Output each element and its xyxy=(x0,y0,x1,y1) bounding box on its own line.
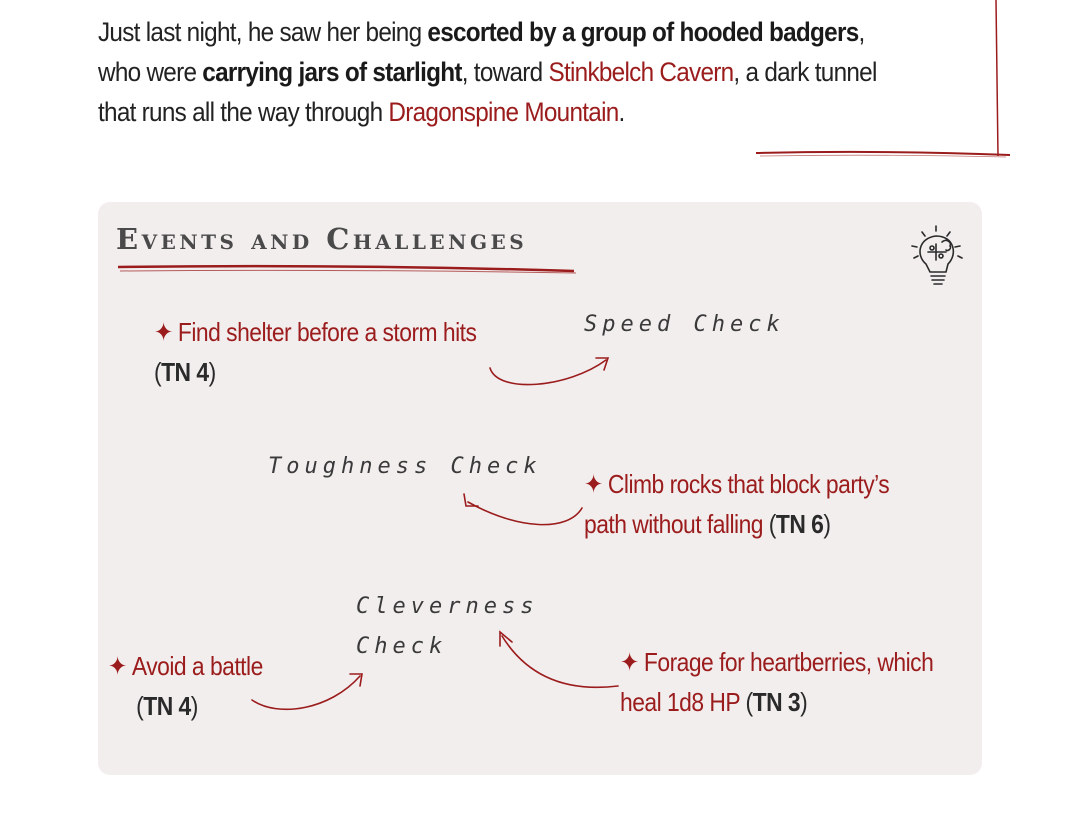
star-bullet-icon: ✦ xyxy=(584,469,603,499)
tn-value: TN 4 xyxy=(143,691,191,721)
place-dragonspine-mountain: Dragonspine Mountain xyxy=(388,97,619,127)
intro-text-3: , toward xyxy=(461,57,549,87)
check-label-toughness: Toughness Check xyxy=(268,454,542,479)
intro-bold-badgers: escorted by a group of hooded badgers xyxy=(427,17,859,47)
check-label-speed: Speed Check xyxy=(584,312,785,337)
intro-bold-starlight: carrying jars of starlight xyxy=(202,57,462,87)
tn-close: ) xyxy=(800,687,808,717)
tn-close: ) xyxy=(190,691,199,721)
intro-text-4: , a dark tunnel that runs all the way th… xyxy=(98,57,877,127)
connector-arrows xyxy=(251,357,619,711)
events-panel: Events and Challenges ✦Find shelter befo… xyxy=(98,202,982,775)
tn-value: TN 6 xyxy=(775,509,824,539)
event-text: Find shelter before a storm hits xyxy=(177,317,477,347)
target-number: (TN 3) xyxy=(739,687,808,717)
check-label-cleverness-line2: Check xyxy=(356,634,448,659)
arrow-to-toughness-check xyxy=(467,501,583,526)
event-text: Avoid a battle xyxy=(131,651,263,681)
target-number: (TN 4) xyxy=(154,357,216,387)
title-underline xyxy=(117,264,577,274)
tn-value: TN 3 xyxy=(752,687,801,717)
event-item-forage: ✦Forage for heartberries, which heal 1d8… xyxy=(620,642,954,722)
star-bullet-icon: ✦ xyxy=(620,647,639,677)
place-stinkbelch-cavern: Stinkbelch Cavern xyxy=(548,57,734,87)
event-text: Climb rocks that block party’s path with… xyxy=(584,469,890,539)
target-number: (TN 4) xyxy=(136,691,198,721)
tn-open: ( xyxy=(136,691,144,721)
event-item-avoid-battle: ✦Avoid a battle (TN 4) xyxy=(108,646,302,726)
event-item-shelter: ✦Find shelter before a storm hits (TN 4) xyxy=(154,312,506,392)
check-label-cleverness-line1: Cleverness xyxy=(356,594,539,619)
star-bullet-icon: ✦ xyxy=(154,317,173,347)
intro-text-1: Just last night, he saw her being xyxy=(98,17,428,47)
tn-open: ( xyxy=(154,357,162,387)
intro-text-2: , who were xyxy=(98,17,865,87)
panel-title: Events and Challenges xyxy=(116,222,528,256)
event-text: Forage for heartberries, which heal 1d8 … xyxy=(620,647,934,717)
arrow-to-speed-check xyxy=(489,359,607,386)
tn-close: ) xyxy=(208,357,217,387)
intro-text-5: . xyxy=(618,97,626,127)
star-bullet-icon: ✦ xyxy=(108,651,127,681)
tn-value: TN 4 xyxy=(161,357,209,387)
target-number: (TN 6) xyxy=(762,509,831,539)
lightbulb-puzzle-icon xyxy=(911,225,963,285)
tn-open: ( xyxy=(739,687,754,717)
arrow-to-cleverness-from-forage xyxy=(501,635,619,689)
tn-close: ) xyxy=(823,509,831,539)
tn-open: ( xyxy=(762,509,777,539)
intro-paragraph: Just last night, he saw her being escort… xyxy=(98,12,890,132)
arrow-to-cleverness-from-avoid xyxy=(251,675,361,711)
event-item-climb-rocks: ✦Climb rocks that block party’s path wit… xyxy=(584,464,910,544)
